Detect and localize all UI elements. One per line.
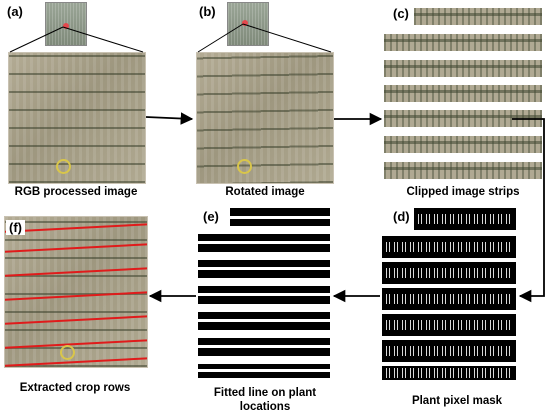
panel-f-label: (f) [6, 220, 25, 235]
panel-a-thumbnail [45, 2, 87, 46]
panel-e-caption-line1: Fitted line on plant [213, 387, 317, 399]
fitted-line-strip [230, 208, 330, 226]
arrow-c-to-d [512, 118, 545, 303]
panel-b-label: (b) [196, 4, 219, 19]
location-marker-icon [242, 20, 248, 26]
image-strip [384, 110, 542, 127]
mask-strip [382, 340, 516, 362]
panel-a-caption: RGB processed image [14, 186, 138, 198]
zoom-line [242, 23, 332, 53]
zoom-line [62, 26, 144, 53]
fitted-line-strip [198, 312, 330, 330]
mask-strip [414, 208, 516, 230]
location-marker-icon [63, 23, 69, 29]
reference-circle-icon [60, 345, 75, 360]
image-strip [414, 8, 542, 25]
mask-strip [382, 262, 516, 284]
panel-e-caption-line2: locations [239, 401, 291, 413]
reference-circle-icon [56, 159, 71, 174]
fitted-line-strip [198, 260, 330, 278]
panel-e-label: (e) [200, 209, 222, 224]
panel-b-thumbnail [227, 2, 269, 46]
fitted-line-strip [198, 338, 330, 356]
arrow-a-to-b [145, 112, 194, 125]
image-strip [384, 136, 542, 153]
panel-c-label: (c) [390, 6, 412, 21]
image-strip [384, 85, 542, 102]
zoom-line [197, 23, 244, 53]
fitted-line-strip [198, 234, 330, 252]
mask-strip [382, 236, 516, 258]
image-strip [384, 60, 542, 77]
panel-a-label: (a) [4, 4, 26, 19]
panel-b-caption: Rotated image [225, 186, 305, 198]
rotated-image [196, 52, 334, 184]
mask-strip [382, 314, 516, 336]
mask-strip [382, 366, 516, 380]
panel-f-caption: Extracted crop rows [19, 382, 131, 394]
image-strip [384, 34, 542, 51]
extracted-crop-rows-image [4, 216, 148, 368]
panel-d-caption: Plant pixel mask [411, 395, 503, 407]
rgb-processed-image [8, 52, 146, 184]
image-strip [384, 162, 542, 179]
panel-d-label: (d) [390, 209, 413, 224]
zoom-line [9, 26, 64, 53]
reference-circle-icon [237, 159, 252, 174]
fitted-line-strip [198, 286, 330, 304]
panel-c-caption: Clipped image strips [406, 186, 520, 198]
fitted-line-strip [198, 364, 330, 378]
mask-strip [382, 288, 516, 310]
